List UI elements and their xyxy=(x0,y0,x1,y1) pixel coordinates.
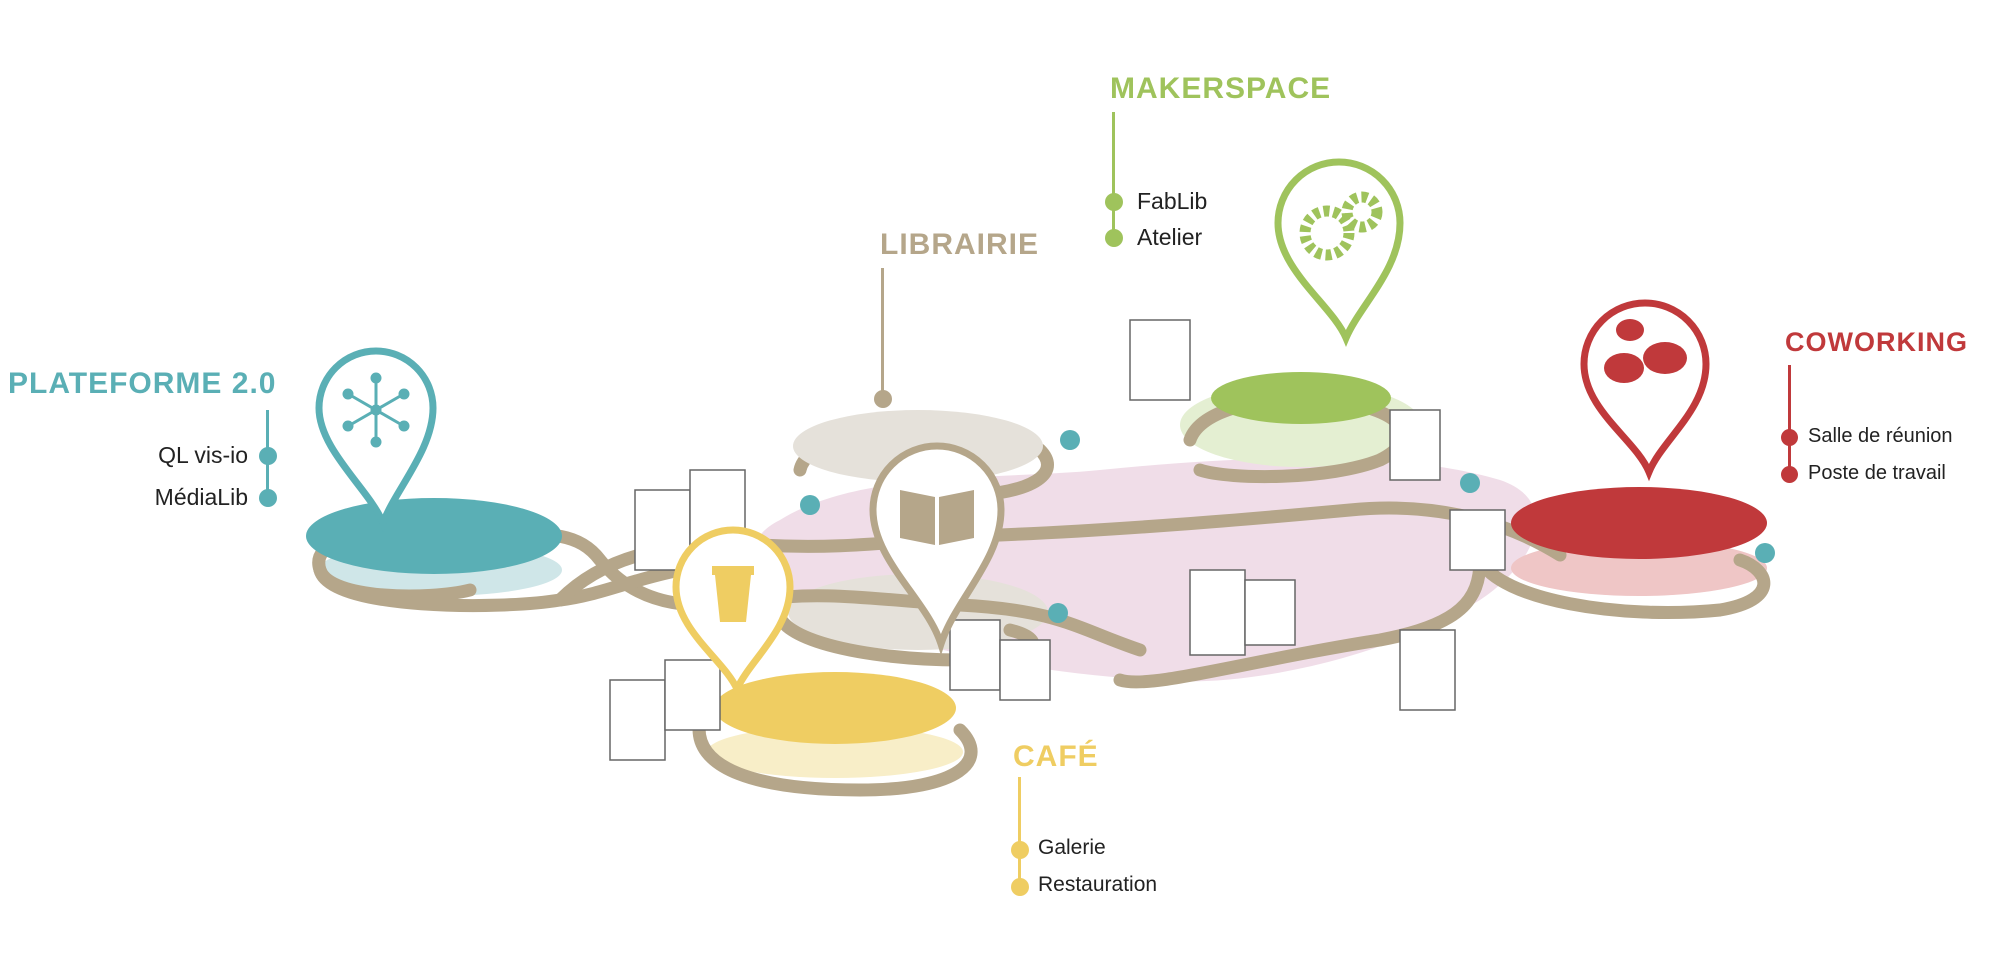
plateforme-item-dot xyxy=(259,447,277,465)
librairie-connector xyxy=(881,268,884,396)
makerspace-item-dot xyxy=(1105,229,1123,247)
plateforme-pin xyxy=(315,347,437,533)
librairie-pin xyxy=(869,442,1005,656)
cafe-item-dot xyxy=(1011,878,1029,896)
cafe-platform xyxy=(714,672,956,744)
cafe-item-dot xyxy=(1011,841,1029,859)
makerspace-item-fablib: FabLib xyxy=(1137,188,1208,214)
coworking-item-poste-travail: Poste de travail xyxy=(1808,462,1946,484)
network-icon xyxy=(342,372,410,448)
cafe-pin xyxy=(672,526,794,698)
bookshelves xyxy=(609,319,1506,761)
cafe-item-galerie: Galerie xyxy=(1038,836,1106,859)
librairie-title: LIBRAIRIE xyxy=(880,228,1039,261)
makerspace-title: MAKERSPACE xyxy=(1110,72,1332,105)
makerspace-item-atelier: Atelier xyxy=(1137,224,1203,250)
makerspace-connector xyxy=(1112,112,1115,240)
coffee-cup-icon xyxy=(712,566,754,622)
coworking-title: COWORKING xyxy=(1785,327,1968,357)
plateforme-title: PLATEFORME 2.0 xyxy=(8,367,277,400)
plateforme-platform xyxy=(306,498,562,574)
coworking-item-salle-reunion: Salle de réunion xyxy=(1808,425,1953,447)
open-book-icon xyxy=(900,490,974,545)
plateforme-item-medialib: MédiaLib xyxy=(154,484,248,510)
coworking-connector xyxy=(1788,365,1791,475)
coworking-item-dot xyxy=(1781,466,1798,483)
plateforme-item-dot xyxy=(259,489,277,507)
coworking-item-dot xyxy=(1781,429,1798,446)
cafe-title: CAFÉ xyxy=(1013,740,1099,773)
cafe-item-restauration: Restauration xyxy=(1038,873,1158,896)
cafe-connector xyxy=(1018,777,1021,887)
gears-icon xyxy=(1299,191,1383,261)
makerspace-platform xyxy=(1211,372,1391,424)
coworking-pin xyxy=(1580,299,1710,482)
cafe-floor xyxy=(707,726,963,778)
librairie-dot xyxy=(874,390,892,408)
makerspace-item-dot xyxy=(1105,193,1123,211)
plateforme-item-qlvisio: QL vis-io xyxy=(158,442,248,468)
speech-bubbles-icon xyxy=(1604,319,1687,383)
coworking-platform xyxy=(1511,487,1767,559)
location-markers xyxy=(800,430,1775,623)
makerspace-pin xyxy=(1274,158,1404,347)
